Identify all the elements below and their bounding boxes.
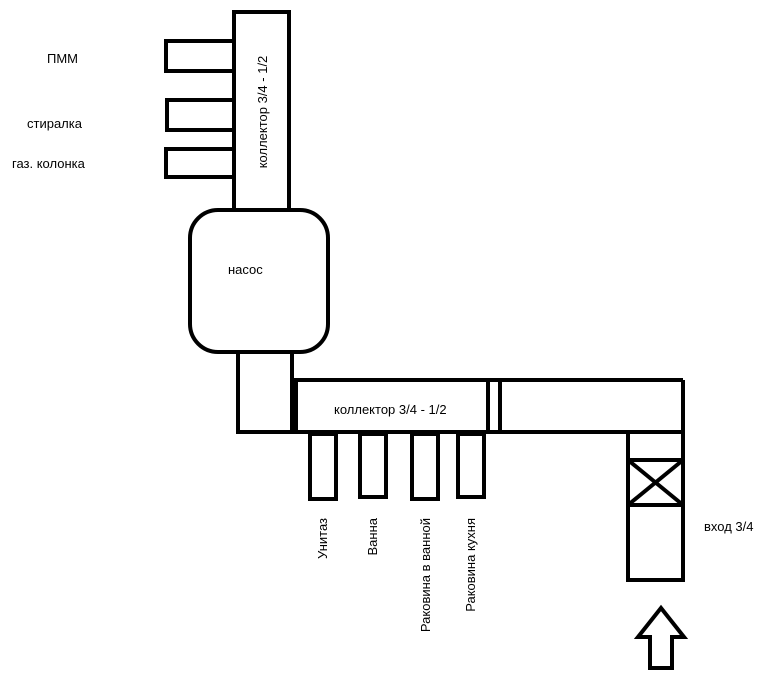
pump (188, 208, 330, 354)
collector-bottom (294, 378, 490, 434)
gas-heater-outlet (164, 147, 236, 179)
pipe-fitting (486, 378, 502, 434)
washer-outlet (165, 98, 236, 132)
label-gas-heater: газ. колонка (12, 156, 86, 171)
label-collector-top: коллектор 3/4 - 1/2 (255, 56, 270, 169)
inflow-arrow-icon (633, 604, 689, 670)
label-toilet: Унитаз (315, 518, 330, 559)
label-inlet: вход 3/4 (704, 519, 753, 534)
pmm-outlet (164, 39, 236, 73)
label-washer: стиралка (27, 116, 83, 131)
pump-connector-pipe (236, 350, 294, 434)
toilet-outlet (308, 432, 338, 501)
bathroom-sink-outlet (410, 432, 440, 501)
label-bathroom-sink: Раковина в ванной (418, 518, 433, 632)
valve-icon (626, 458, 685, 507)
label-collector-bottom: коллектор 3/4 - 1/2 (334, 402, 447, 417)
kitchen-sink-outlet (456, 432, 486, 499)
label-pump: насос (228, 262, 263, 277)
bath-outlet (358, 432, 388, 499)
label-kitchen-sink: Раковина кухня (463, 518, 478, 612)
label-bath: Ванна (365, 517, 380, 555)
label-pmm: ПММ (47, 51, 78, 66)
